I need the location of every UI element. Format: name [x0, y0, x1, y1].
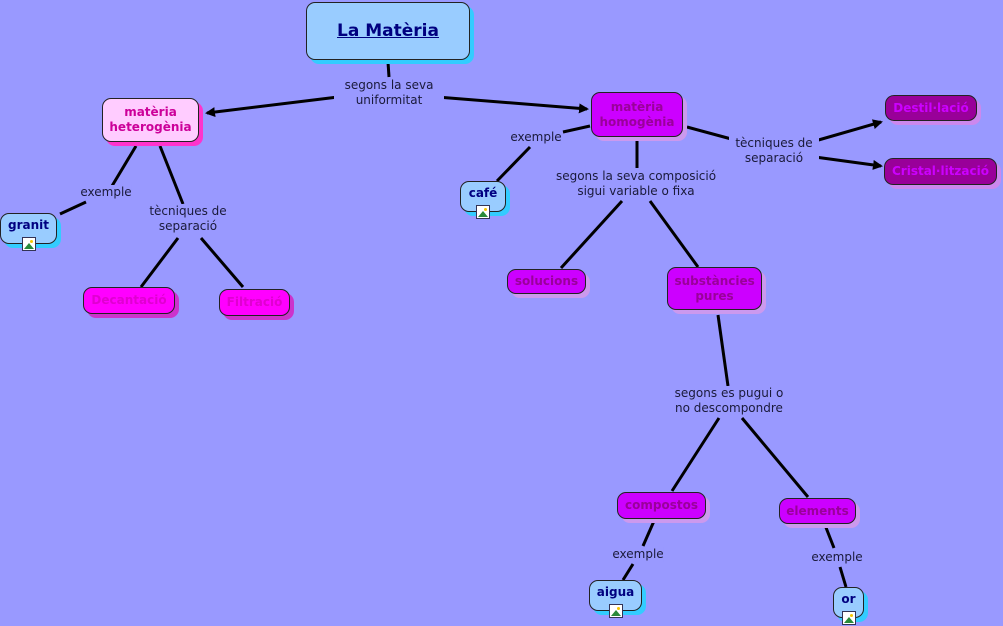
node-label: Cristal·lització: [891, 164, 989, 178]
concept-substancies-pures[interactable]: substàncies pures: [667, 267, 762, 310]
link-line: [386, 61, 391, 78]
node-label: aigua: [596, 585, 635, 599]
title-text: La Matèria: [337, 20, 439, 41]
image-icon[interactable]: [841, 611, 856, 625]
concept-compostos[interactable]: compostos: [617, 492, 706, 519]
link-arrow-cristal: [814, 155, 883, 170]
link-line: [716, 314, 730, 387]
concept-or[interactable]: or: [833, 587, 864, 625]
link-line: [562, 124, 591, 134]
link-label-tecniques: tècniques de separació: [729, 136, 819, 166]
link-line: [59, 200, 87, 216]
link-line: [139, 237, 180, 288]
link-label-uniformitat: segons la seva uniformitat: [334, 78, 444, 108]
concept-aigua[interactable]: aigua: [589, 580, 642, 618]
link-label-exemple: exemple: [811, 550, 863, 565]
node-label: matèria homogènia: [599, 99, 675, 129]
link-label-exemple: exemple: [612, 547, 664, 562]
concept-filtracio[interactable]: Filtració: [219, 289, 290, 316]
link-label-descompondre: segons es pugui o no descompondre: [669, 386, 789, 416]
link-line: [199, 237, 245, 288]
link-line: [838, 566, 848, 588]
link-arrow-destil: [814, 119, 883, 143]
node-label: or: [841, 592, 856, 606]
concept-decantacio[interactable]: Decantació: [83, 287, 175, 314]
link-line: [495, 145, 532, 183]
concept-granit[interactable]: granit: [0, 213, 57, 251]
node-label: elements: [786, 503, 849, 518]
node-label: Destil·lació: [893, 100, 969, 115]
image-icon[interactable]: [608, 604, 623, 618]
link-line: [641, 520, 656, 547]
concept-elements[interactable]: elements: [779, 498, 856, 524]
node-label: granit: [8, 218, 49, 232]
node-label: solucions: [514, 274, 579, 288]
link-label-composicio: segons la seva composició sigui variable…: [551, 169, 721, 199]
link-line: [621, 563, 635, 581]
link-label-exemple: exemple: [510, 130, 562, 145]
concept-la-materia[interactable]: La Matèria: [306, 2, 470, 60]
image-icon[interactable]: [476, 205, 490, 219]
link-line: [110, 145, 138, 187]
node-label: Filtració: [226, 295, 283, 309]
concept-materia-homogenia[interactable]: matèria homogènia: [591, 92, 683, 137]
link-line: [648, 200, 700, 268]
link-arrow-hetero: [205, 95, 339, 117]
concept-materia-heterogenia[interactable]: matèria heterogènia: [102, 98, 199, 142]
node-label: Decantació: [91, 293, 167, 307]
link-label-tecniques: tècniques de separació: [143, 204, 233, 234]
link-line: [740, 417, 810, 498]
link-arrow-homo: [436, 95, 589, 114]
link-line: [559, 199, 624, 270]
link-line: [158, 145, 185, 205]
link-label-exemple: exemple: [80, 185, 132, 200]
concept-cristallitzacio[interactable]: Cristal·lització: [884, 158, 997, 185]
link-line: [686, 125, 736, 142]
concept-cafe[interactable]: café: [460, 181, 506, 219]
concept-solucions[interactable]: solucions: [507, 269, 586, 294]
node-label: café: [468, 186, 498, 200]
link-line: [823, 524, 836, 549]
concept-destillacio[interactable]: Destil·lació: [885, 95, 977, 121]
node-label: matèria heterogènia: [109, 105, 192, 134]
image-icon[interactable]: [21, 237, 36, 251]
node-label: substàncies pures: [674, 273, 755, 303]
node-label: compostos: [625, 498, 698, 512]
link-line: [670, 417, 721, 492]
